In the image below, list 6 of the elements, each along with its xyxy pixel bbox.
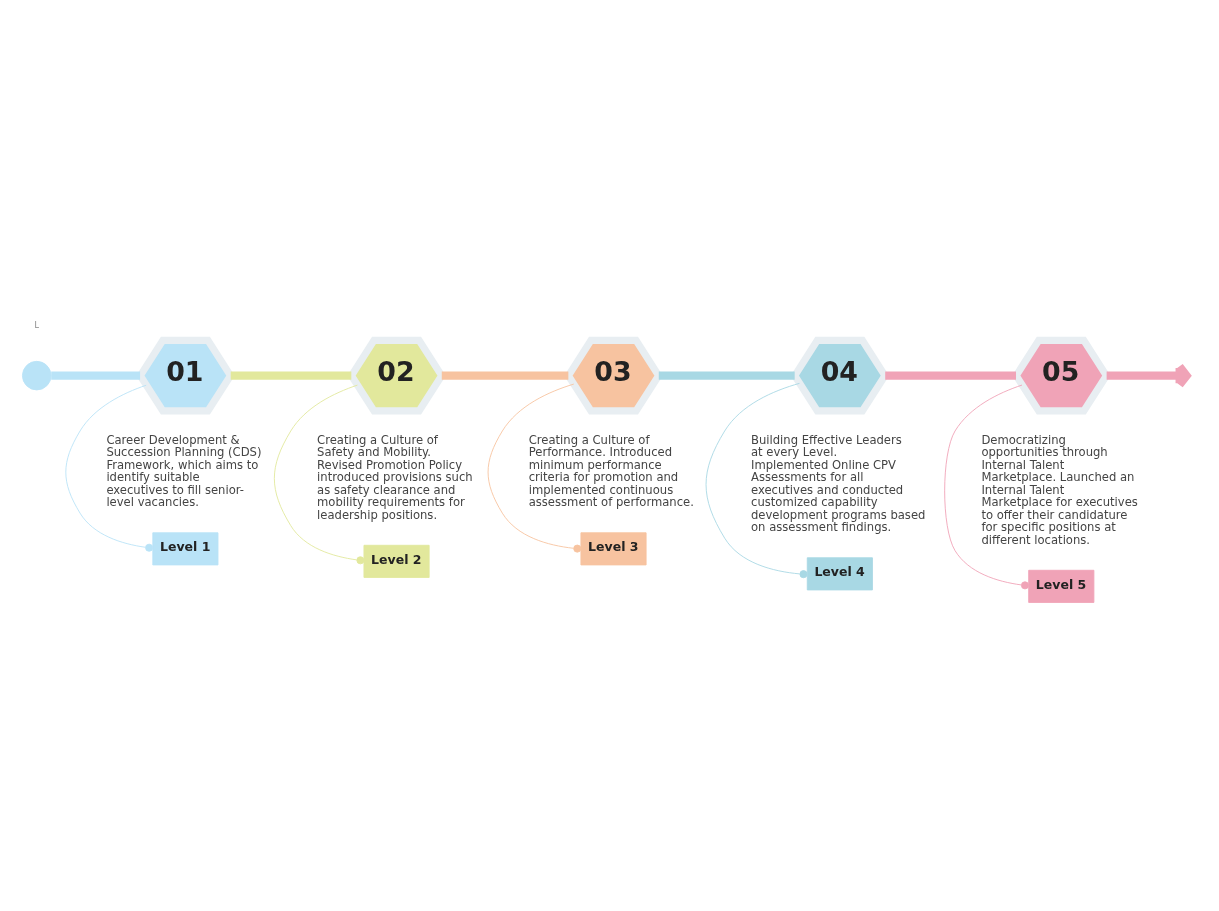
label: L (34, 320, 39, 330)
node-label: Career Development & Succession Planning (CDS) Framework, which aims to identify suitable executives to fill senior-level vacancies. (106, 432, 262, 509)
node-label: Creating a Culture of Safety and Mobility. Revised Promotion Policy introduced provisions such as safety clearance and mobility requirements for leadership positions. (317, 432, 473, 522)
node-label: Building Effective Leaders at every Level. Implemented Online CPV Assessments for all executives and conducted customized capability development programs based on assessment findings. (751, 432, 926, 534)
node-label: Democratizing opportunities through Internal Talent Marketplace. Launched an Internal Talent Marketplace for executives to offer their candidature for specific positions at different locations. (981, 432, 1138, 547)
node-label: Creating a Culture of Performance. Introduced minimum performance criteria for promotion and implemented continuous assessment of performance. (528, 432, 694, 509)
